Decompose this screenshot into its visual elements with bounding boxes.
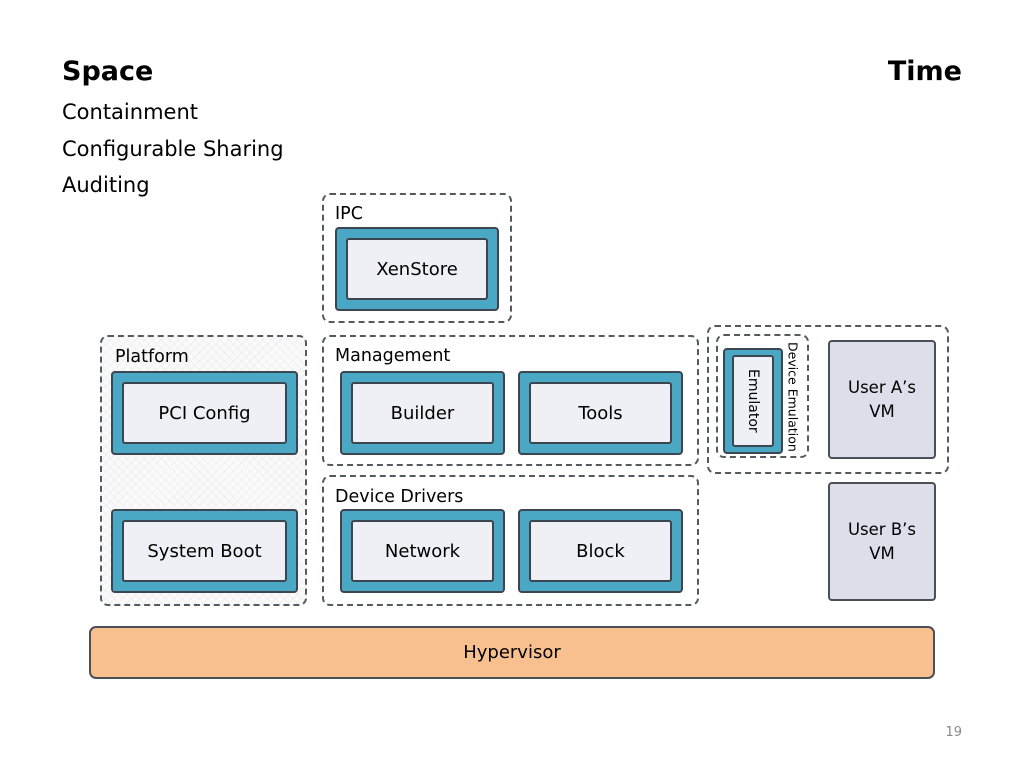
network-label: Network bbox=[351, 520, 494, 582]
bullet-configurable-sharing: Configurable Sharing bbox=[62, 137, 284, 161]
management-label: Management bbox=[335, 346, 451, 366]
emulator-label: Emulator bbox=[732, 355, 774, 447]
platform-label: Platform bbox=[115, 347, 189, 367]
ipc-group: IPC XenStore bbox=[322, 193, 512, 323]
device-emulation-label: Device Emulation bbox=[785, 342, 801, 452]
user-a-vm-line1: User A’s bbox=[848, 377, 916, 397]
time-heading: Time bbox=[887, 56, 962, 87]
device-emulation-group: Emulator Device Emulation bbox=[716, 334, 809, 458]
hypervisor-label: Hypervisor bbox=[463, 642, 561, 663]
management-group: Management Builder Tools bbox=[322, 335, 699, 466]
builder-label: Builder bbox=[351, 382, 494, 444]
user-a-vm-line2: VM bbox=[869, 401, 895, 421]
user-a-domain-group bbox=[707, 325, 949, 474]
block-component: Block bbox=[518, 509, 683, 593]
device-drivers-group: Device Drivers Network Block bbox=[322, 475, 699, 606]
tools-label: Tools bbox=[529, 382, 672, 444]
block-label: Block bbox=[529, 520, 672, 582]
device-drivers-label: Device Drivers bbox=[335, 487, 464, 507]
system-boot-component: System Boot bbox=[111, 509, 298, 593]
platform-group: Platform PCI Config System Boot bbox=[100, 335, 307, 606]
user-b-vm-line1: User B’s bbox=[847, 519, 916, 539]
pci-config-label: PCI Config bbox=[122, 382, 287, 444]
emulator-component: Emulator bbox=[723, 348, 783, 454]
ipc-label: IPC bbox=[335, 204, 363, 224]
pci-config-component: PCI Config bbox=[111, 371, 298, 455]
xenstore-component: XenStore bbox=[335, 227, 499, 311]
user-b-vm: User B’s VM bbox=[828, 482, 936, 601]
system-boot-label: System Boot bbox=[122, 520, 287, 582]
user-b-vm-line2: VM bbox=[869, 543, 895, 563]
network-component: Network bbox=[340, 509, 505, 593]
hypervisor-bar: Hypervisor bbox=[89, 626, 935, 679]
xenstore-label: XenStore bbox=[346, 238, 488, 300]
space-heading: Space bbox=[62, 56, 154, 87]
bullet-auditing: Auditing bbox=[62, 173, 150, 197]
builder-component: Builder bbox=[340, 371, 505, 455]
user-a-vm: User A’s VM bbox=[828, 340, 936, 459]
page-number: 19 bbox=[945, 725, 962, 740]
bullet-containment: Containment bbox=[62, 100, 198, 124]
tools-component: Tools bbox=[518, 371, 683, 455]
